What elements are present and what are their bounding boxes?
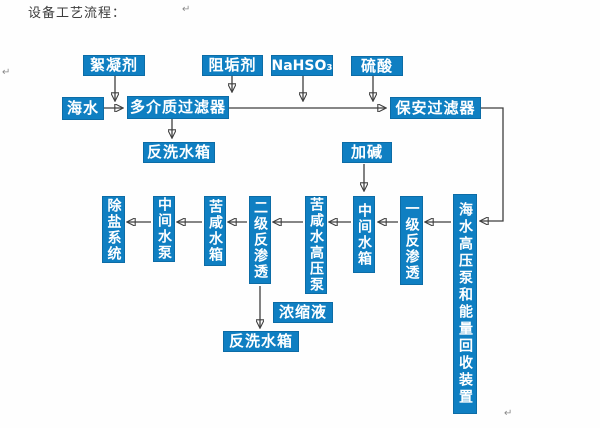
node-intermediate-water-tank: 中间水箱 <box>353 196 375 273</box>
paragraph-mark-icon: ↵ <box>2 67 11 78</box>
node-sulfuric-acid: 硫酸 <box>351 56 403 76</box>
node-seawater: 海水 <box>62 97 104 120</box>
node-backwash-tank-lower: 反洗水箱 <box>223 331 299 352</box>
node-alkali-dosing: 加碱 <box>342 142 392 163</box>
node-concentrate: 浓缩液 <box>273 302 333 323</box>
node-second-stage-ro: 二级反渗透 <box>249 196 271 284</box>
node-cartridge-filter: 保安过滤器 <box>390 97 481 119</box>
node-brackish-hp-pump: 苦咸水高压泵 <box>305 196 327 294</box>
paragraph-mark-icon: ↵ <box>504 408 513 419</box>
node-brackish-water-tank: 苦咸水箱 <box>204 196 226 266</box>
node-backwash-tank-upper: 反洗水箱 <box>143 142 215 163</box>
node-flocculant: 絮凝剂 <box>83 55 145 76</box>
node-sw-hp-pump-energy-recovery: 海水高压泵和能量回收装置 <box>453 194 477 414</box>
page-title: 设备工艺流程： <box>28 6 127 21</box>
node-sodium-bisulfite: NaHSO₃ <box>271 55 333 76</box>
node-multimedia-filter: 多介质过滤器 <box>127 96 229 119</box>
node-intermediate-water-pump: 中间水泵 <box>153 196 175 262</box>
connector-cartridge-hp-pump <box>481 107 504 221</box>
node-scale-inhibitor: 阻垢剂 <box>202 55 263 76</box>
paragraph-mark-icon: ↵ <box>182 4 191 15</box>
node-desalination-system: 除盐系统 <box>102 196 125 263</box>
node-first-stage-ro: 一级反渗透 <box>400 196 423 285</box>
